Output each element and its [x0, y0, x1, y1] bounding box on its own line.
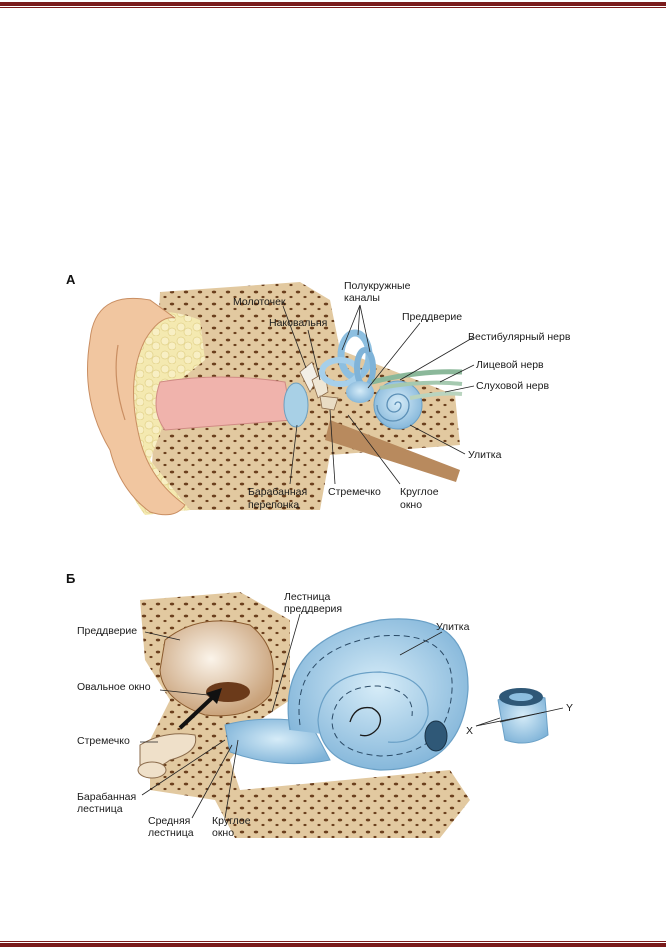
label-x: X — [466, 725, 473, 737]
panel-a-leaders — [282, 304, 475, 485]
vestibule — [346, 381, 374, 403]
arrow-head — [206, 688, 222, 704]
label-eardrum-line2: перепонка — [248, 499, 299, 511]
label-eardrum-line1: Барабанная — [248, 486, 307, 498]
label-vestibular-nerve: Вестибулярный нерв — [468, 331, 571, 343]
auricle-fold — [115, 344, 126, 421]
label-scala-tympani-line1: Барабанная — [77, 791, 136, 803]
vestibular-nerve — [371, 369, 463, 385]
stapes — [319, 395, 339, 411]
top-border — [0, 2, 666, 6]
label-incus: Наковальня — [269, 317, 327, 329]
label-facial-nerve: Лицевой нерв — [476, 359, 544, 371]
label-cochlea-a: Улитка — [468, 449, 502, 461]
cochlea — [373, 380, 423, 430]
inset-top-inner — [509, 693, 533, 701]
label-scala-media-line1: Средняя — [148, 815, 190, 827]
panel-b-leaders — [140, 613, 564, 819]
panel-b-illustration — [137, 592, 549, 838]
label-vestibule-b: Преддверие — [77, 625, 137, 637]
facial-nerve — [379, 380, 463, 390]
label-scala-vestibuli-line1: Лестница — [284, 591, 330, 603]
label-y: Y — [566, 702, 573, 714]
panel-a-illustration — [87, 282, 463, 516]
auditory-nerve — [409, 391, 463, 400]
panel-a-letter: А — [66, 272, 76, 287]
ear-canal — [155, 376, 293, 431]
label-scala-tympani-line2: лестница — [77, 803, 123, 815]
cochlea-cross-section — [424, 720, 448, 752]
label-round-window-b-line2: окно — [212, 827, 234, 839]
eardrum — [283, 382, 309, 428]
label-scala-vestibuli-line2: преддверия — [284, 603, 342, 615]
label-round-window-a-line1: Круглое — [400, 486, 439, 498]
arrow-shaft — [178, 694, 216, 730]
panel-b-letter: Б — [66, 571, 76, 586]
cochlea-center-spiral — [349, 706, 382, 737]
label-semicircular-canals-line1: Полукружные — [344, 280, 411, 292]
label-stapes-a: Стремечко — [328, 486, 381, 498]
bottom-border-thin — [0, 941, 666, 942]
stapes-footplate — [137, 761, 167, 779]
label-oval-window: Овальное окно — [77, 681, 151, 693]
top-border-thin — [0, 7, 666, 8]
label-scala-media-line2: лестница — [148, 827, 194, 839]
label-stapes-b: Стремечко — [77, 735, 130, 747]
label-vestibule-a: Преддверие — [402, 311, 462, 323]
bottom-border — [0, 943, 666, 947]
label-cochlea-b: Улитка — [436, 621, 470, 633]
label-malleus: Молоточек — [233, 296, 286, 308]
cochlea-b — [287, 618, 469, 771]
label-round-window-b-line1: Круглое — [212, 815, 251, 827]
cochlea-spiral — [376, 393, 410, 422]
eustachian-tube — [325, 420, 460, 482]
auricle — [87, 297, 186, 516]
label-semicircular-canals-line2: каналы — [344, 292, 380, 304]
label-auditory-nerve: Слуховой нерв — [476, 380, 549, 392]
label-round-window-a-line2: окно — [400, 499, 422, 511]
cochlea-dash-line — [298, 634, 453, 757]
